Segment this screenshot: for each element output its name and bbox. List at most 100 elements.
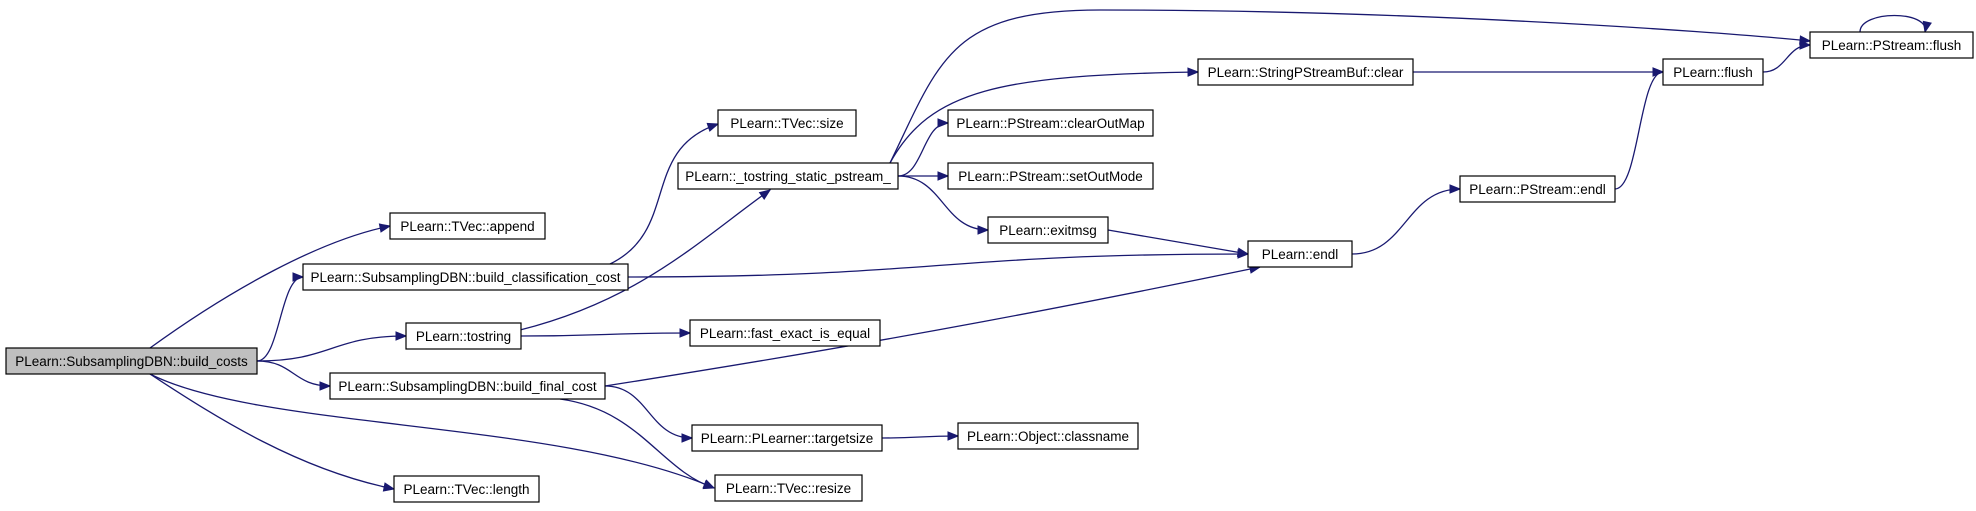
edge-line (889, 9, 1811, 164)
node-fast_exact[interactable]: PLearn::fast_exact_is_equal (689, 319, 881, 347)
edge-line (256, 335, 407, 362)
edge-tostring_static-to-ps_flush (889, 9, 1812, 164)
node-label: PLearn::endl (1262, 247, 1339, 262)
node-label: PLearn::_tostring_static_pstream_ (685, 169, 891, 184)
edge-line (1107, 229, 1249, 255)
node-box (691, 424, 883, 452)
edge-line (604, 266, 1261, 387)
node-box (689, 319, 881, 347)
edge-build_costs-to-build_classification_cost (256, 272, 305, 362)
node-build_costs[interactable]: PLearn::SubsamplingDBN::build_costs (5, 347, 258, 375)
node-box (717, 109, 857, 137)
node-endl[interactable]: PLearn::endl (1247, 240, 1353, 268)
edge-line (256, 360, 331, 387)
node-tostring_static[interactable]: PLearn::_tostring_static_pstream_ (677, 162, 899, 190)
node-label: PLearn::TVec::append (400, 219, 534, 234)
node-box (302, 263, 629, 291)
edge-build_costs-to-tostring (256, 331, 408, 362)
node-box (405, 322, 522, 350)
edge-tostring-to-fast_exact (520, 328, 692, 338)
node-clearOutMap[interactable]: PLearn::PStream::clearOutMap (947, 109, 1154, 137)
arrowhead (1187, 67, 1200, 77)
node-box (1197, 58, 1414, 86)
node-classname[interactable]: PLearn::Object::classname (957, 422, 1139, 450)
node-box (714, 474, 863, 502)
node-box (947, 109, 1154, 137)
node-label: PLearn::flush (1673, 65, 1753, 80)
edge-build_costs-to-length (149, 373, 396, 492)
edge-line (559, 398, 715, 489)
edge-targetsize-to-classname (881, 431, 960, 441)
node-label: PLearn::TVec::size (730, 116, 843, 131)
node-length[interactable]: PLearn::TVec::length (393, 475, 540, 503)
edge-line (1351, 188, 1461, 255)
edge-tostring_static-to-sp_clear (889, 67, 1200, 164)
node-tostring[interactable]: PLearn::tostring (405, 322, 522, 350)
arrowhead (706, 122, 720, 132)
node-ps_endl[interactable]: PLearn::PStream::endl (1459, 175, 1616, 203)
edge-line (881, 435, 959, 439)
edge-tostring-to-tostring_static (519, 189, 772, 331)
node-flush[interactable]: PLearn::flush (1662, 58, 1764, 86)
node-box (1662, 58, 1764, 86)
node-label: PLearn::exitmsg (999, 223, 1097, 238)
node-label: PLearn::PStream::flush (1822, 38, 1962, 53)
node-ps_flush[interactable]: PLearn::PStream::flush (1809, 31, 1974, 59)
arrowhead (702, 480, 716, 490)
node-box (957, 422, 1139, 450)
node-label: PLearn::Object::classname (967, 429, 1129, 444)
node-label: PLearn::PStream::setOutMode (958, 169, 1143, 184)
node-box (1459, 175, 1616, 203)
node-label: PLearn::PLearner::targetsize (701, 431, 874, 446)
node-label: PLearn::PStream::clearOutMap (956, 116, 1144, 131)
node-box (329, 372, 606, 400)
arrowhead (1652, 67, 1665, 77)
edge-build_final_cost-to-resize (559, 398, 716, 490)
edge-build_classification_cost-to-endl (627, 249, 1250, 278)
edge-exitmsg-to-endl (1107, 229, 1250, 257)
edge-tostring_static-to-exitmsg (897, 175, 990, 235)
node-size[interactable]: PLearn::TVec::size (717, 109, 857, 137)
node-box (1247, 240, 1353, 268)
node-build_classification_cost[interactable]: PLearn::SubsamplingDBN::build_classifica… (302, 263, 629, 291)
edge-line (149, 373, 715, 489)
node-box (677, 162, 899, 190)
edge-flush-to-ps_flush (1762, 40, 1812, 73)
edge-line (604, 385, 693, 439)
nodes-layer: PLearn::SubsamplingDBN::build_costsPLear… (5, 31, 1974, 503)
node-append[interactable]: PLearn::TVec::append (389, 212, 546, 240)
node-label: PLearn::fast_exact_is_equal (700, 326, 870, 341)
node-label: PLearn::SubsamplingDBN::build_costs (15, 354, 248, 369)
arrowhead (378, 223, 392, 233)
arrowhead (1236, 247, 1250, 257)
edge-line (1859, 14, 1926, 33)
node-label: PLearn::StringPStreamBuf::clear (1208, 65, 1404, 80)
node-resize[interactable]: PLearn::TVec::resize (714, 474, 863, 502)
arrowhead (977, 225, 990, 235)
arrowhead (382, 482, 396, 492)
node-targetsize[interactable]: PLearn::PLearner::targetsize (691, 424, 883, 452)
arrowhead (1922, 20, 1932, 34)
node-label: PLearn::SubsamplingDBN::build_classifica… (311, 270, 621, 285)
arrowhead (937, 118, 950, 128)
edge-line (149, 373, 395, 490)
edge-build_classification_cost-to-size (609, 122, 720, 265)
edge-ps_flush-to-ps_flush (1859, 14, 1932, 34)
node-sp_clear[interactable]: PLearn::StringPStreamBuf::clear (1197, 58, 1414, 86)
node-box (393, 475, 540, 503)
node-setOutMode[interactable]: PLearn::PStream::setOutMode (947, 162, 1154, 190)
edge-tostring_static-to-clearOutMap (897, 118, 950, 177)
edge-line (256, 276, 304, 362)
arrowhead (292, 272, 305, 282)
node-label: PLearn::TVec::length (403, 482, 529, 497)
node-box (987, 216, 1109, 244)
node-exitmsg[interactable]: PLearn::exitmsg (987, 216, 1109, 244)
edge-build_costs-to-append (149, 223, 392, 349)
arrowhead (1449, 184, 1462, 194)
edge-line (149, 225, 391, 349)
node-label: PLearn::PStream::endl (1469, 182, 1606, 197)
node-build_final_cost[interactable]: PLearn::SubsamplingDBN::build_final_cost (329, 372, 606, 400)
edge-endl-to-ps_endl (1351, 184, 1462, 255)
arrowhead (395, 331, 408, 341)
node-box (1809, 31, 1974, 59)
